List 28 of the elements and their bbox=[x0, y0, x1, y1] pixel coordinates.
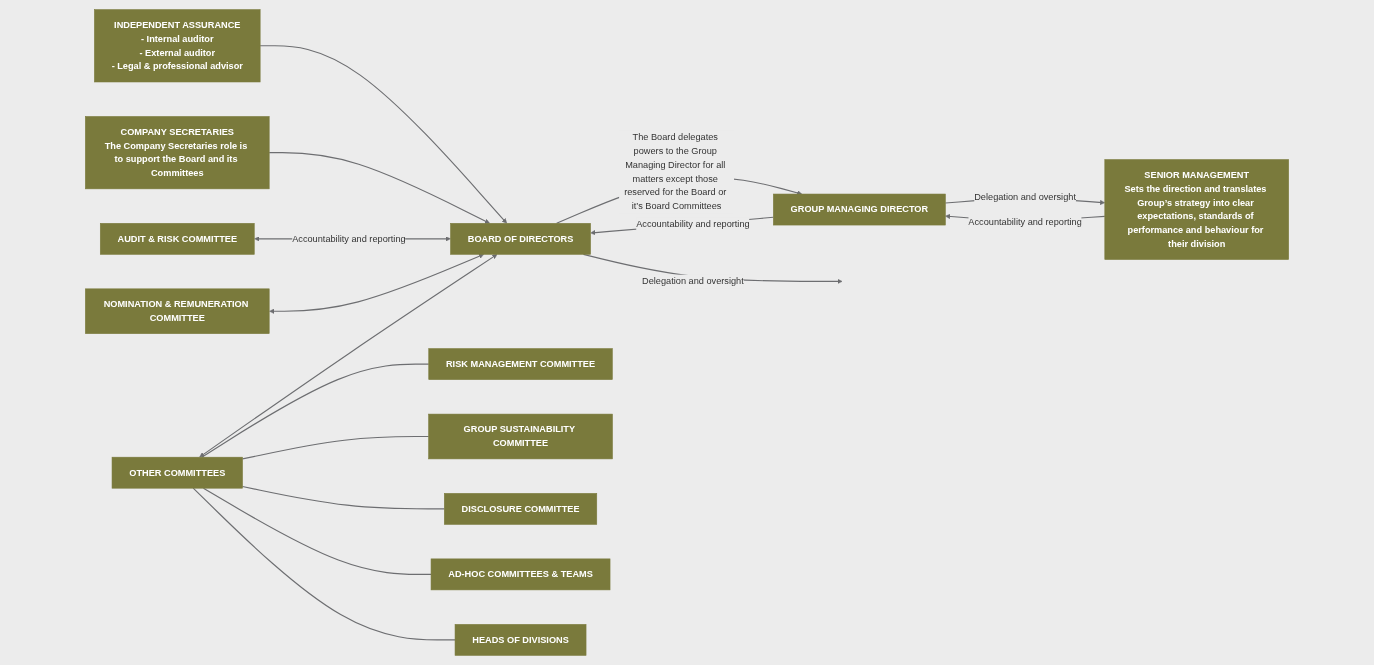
arrow bbox=[268, 152, 490, 224]
node-box: BOARD OF DIRECTORS bbox=[450, 223, 591, 255]
node-box: AD-HOC COMMITTEES & TEAMS bbox=[430, 558, 611, 591]
node-box: COMPANY SECRETARIES The Company Secretaries role is to support the Board and its Committees bbox=[85, 116, 270, 190]
edge-label: Accountability and reporting bbox=[636, 219, 750, 230]
node-box: AUDIT & RISK COMMITTEE bbox=[100, 223, 255, 255]
arrow bbox=[199, 254, 498, 458]
node-box: GROUP MANAGING DIRECTOR bbox=[773, 193, 946, 226]
edge-label: Accountability and reporting bbox=[968, 217, 1082, 227]
edge-label: The Board delegates powers to the Group Managing Director for all matters except those reserved for the Board or it’s Board Committees bbox=[624, 132, 727, 211]
edge-label: Accountability and reporting bbox=[292, 233, 406, 244]
connector bbox=[241, 485, 445, 510]
edge-label: Delegation and oversight bbox=[974, 191, 1076, 202]
connector bbox=[202, 487, 432, 575]
edge-label: Delegation and oversight bbox=[642, 276, 744, 286]
node-box: GROUP SUSTAINABILITY COMMITTEE bbox=[428, 413, 613, 460]
node-box: HEADS OF DIVISIONS bbox=[454, 624, 587, 656]
node-box: RISK MANAGEMENT COMMITTEE bbox=[428, 348, 613, 380]
connector bbox=[192, 487, 456, 641]
node-box: INDEPENDENT ASSURANCE - Internal auditor - External auditor - Legal & professional advisor bbox=[94, 9, 261, 83]
node-box: OTHER COMMITTEES bbox=[111, 456, 243, 489]
arrow bbox=[259, 45, 507, 224]
connector bbox=[201, 363, 430, 458]
node-box: DISCLOSURE COMMITTEE bbox=[444, 493, 598, 525]
node-box: NOMINATION & REMUNERATION COMMITTEE bbox=[85, 288, 270, 334]
arrow bbox=[269, 253, 484, 314]
node-box: SENIOR MANAGEMENT Sets the direction and translates Group’s strategy into clear expectations, standards of performance and behaviour for their division bbox=[1104, 159, 1289, 260]
connector bbox=[241, 435, 430, 460]
